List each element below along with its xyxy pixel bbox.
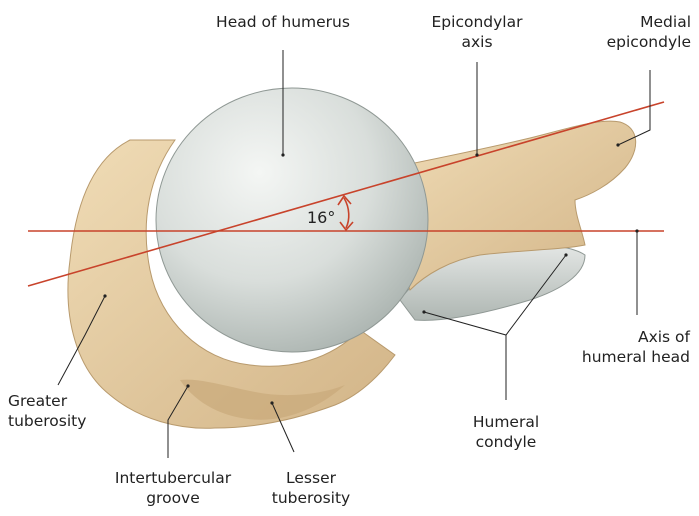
label-axis-of-humeral-head: Axis of humeral head [560, 327, 690, 367]
label-lesser-tuberosity: Lesser tuberosity [256, 468, 366, 508]
label-greater-tuberosity-line1: Greater [8, 391, 86, 411]
label-angle: 16° [307, 208, 335, 228]
label-intertubercular-groove-line2: groove [98, 488, 248, 508]
label-intertubercular-groove: Intertubercular groove [98, 468, 248, 508]
label-greater-tuberosity: Greater tuberosity [8, 391, 86, 431]
label-intertubercular-groove-line1: Intertubercular [98, 468, 248, 488]
label-greater-tuberosity-line2: tuberosity [8, 411, 86, 431]
label-axis-of-humeral-head-line2: humeral head [560, 347, 690, 367]
label-lesser-tuberosity-line1: Lesser [256, 468, 366, 488]
label-head-of-humerus: Head of humerus [196, 12, 370, 32]
label-axis-of-humeral-head-line1: Axis of [560, 327, 690, 347]
label-lesser-tuberosity-line2: tuberosity [256, 488, 366, 508]
label-humeral-condyle-line1: Humeral [446, 412, 566, 432]
label-medial-epicondyle: Medial epicondyle [585, 12, 691, 52]
label-epicondylar-axis-line2: axis [417, 32, 537, 52]
label-humeral-condyle-line2: condyle [446, 432, 566, 452]
label-medial-epicondyle-line2: epicondyle [585, 32, 691, 52]
label-humeral-condyle: Humeral condyle [446, 412, 566, 452]
label-epicondylar-axis: Epicondylar axis [417, 12, 537, 52]
label-medial-epicondyle-line1: Medial [585, 12, 691, 32]
humeral-head-shape [156, 88, 428, 352]
label-epicondylar-axis-line1: Epicondylar [417, 12, 537, 32]
